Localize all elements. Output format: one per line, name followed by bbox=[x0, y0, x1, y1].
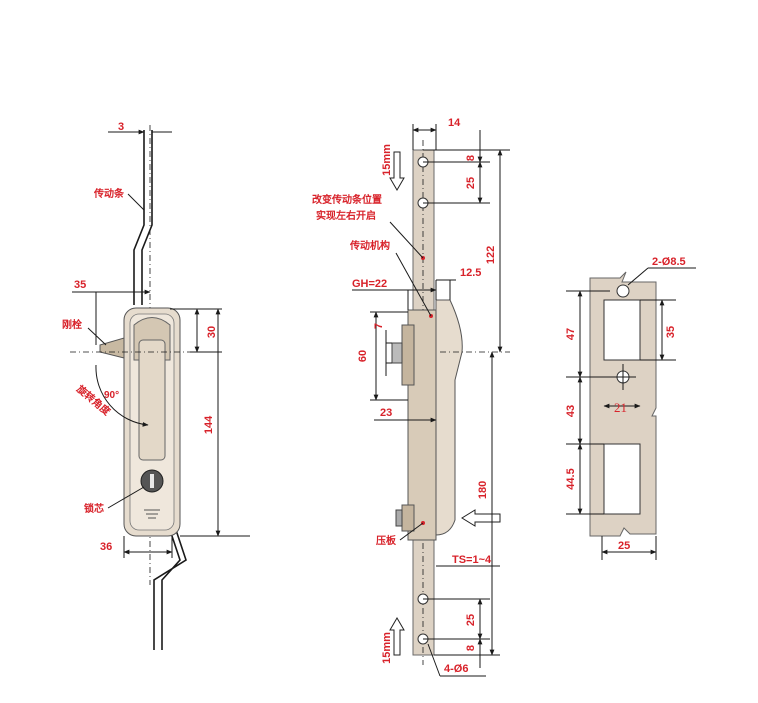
dim-23: 23 bbox=[380, 407, 392, 419]
label-pressure-plate: 压板 bbox=[376, 534, 397, 547]
drive-bar-bottom bbox=[153, 529, 187, 650]
cutout-view: 2-Ø8.5 47 35 43 21 44.5 25 bbox=[565, 256, 696, 560]
dim-47: 47 bbox=[565, 328, 577, 340]
label-rigid-bolt: 刚栓 bbox=[62, 318, 82, 331]
dim-144: 144 bbox=[203, 415, 215, 434]
dim-14: 14 bbox=[448, 117, 461, 129]
dim-25-right: 25 bbox=[618, 540, 630, 552]
label-change-bar-l1: 改变传动条位置 bbox=[312, 193, 382, 206]
front-view: 3 35 30 144 36 传动条 刚栓 旋转角度 90° 锁芯 bbox=[62, 121, 250, 650]
drive-bar-top bbox=[133, 130, 153, 305]
dim-15mm-bottom: 15mm bbox=[381, 632, 393, 664]
dim-122: 122 bbox=[485, 246, 497, 264]
dim-180: 180 bbox=[477, 481, 489, 499]
dim-8-bottom: 8 bbox=[465, 645, 477, 651]
dim-35-right: 35 bbox=[665, 326, 677, 338]
holes-4: 4-Ø6 bbox=[444, 663, 468, 675]
dim-44-5: 44.5 bbox=[565, 468, 577, 489]
pressure-plate-part bbox=[401, 504, 415, 532]
ts-value: TS=1~4 bbox=[452, 554, 492, 566]
rigid-bolt bbox=[99, 337, 125, 359]
dim-30: 30 bbox=[206, 326, 218, 338]
gh-value: GH=22 bbox=[352, 278, 387, 290]
label-change-bar-l2: 实现左右开启 bbox=[316, 209, 376, 222]
dim-25-top: 25 bbox=[465, 177, 477, 189]
dim-7: 7 bbox=[373, 323, 385, 329]
dim-36: 36 bbox=[100, 541, 112, 553]
dim-8-top: 8 bbox=[465, 155, 477, 161]
label-transmission: 传动机构 bbox=[349, 239, 390, 252]
dim-12-5: 12.5 bbox=[460, 267, 481, 279]
dim-60: 60 bbox=[357, 350, 369, 362]
label-lock-core: 锁芯 bbox=[84, 502, 104, 515]
dim-35: 35 bbox=[74, 279, 86, 291]
dim-43: 43 bbox=[565, 405, 577, 417]
side-view: 14 8 25 122 15mm 12.5 GH=22 60 7 23 bbox=[312, 117, 510, 677]
label-angle-value: 90° bbox=[104, 390, 119, 401]
holes-2: 2-Ø8.5 bbox=[652, 256, 686, 268]
handle-side bbox=[435, 299, 463, 536]
dim-25-bottom: 25 bbox=[465, 614, 477, 626]
dim-21: 21 bbox=[614, 400, 627, 415]
dim-15mm-top: 15mm bbox=[381, 144, 393, 176]
dim-3: 3 bbox=[118, 121, 124, 133]
label-drive-bar: 传动条 bbox=[93, 187, 125, 200]
